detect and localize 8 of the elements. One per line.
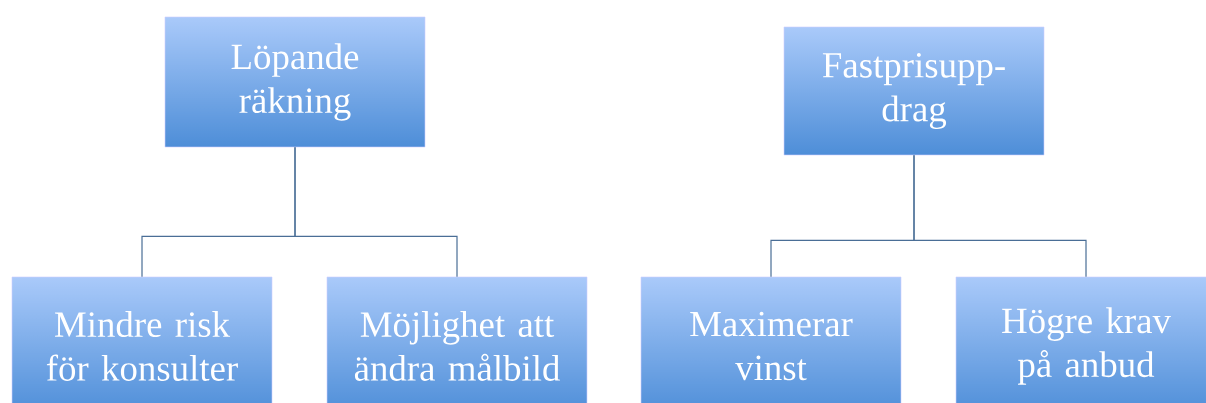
process-box: Mindre risk för konsulter [11,276,273,403]
connector-line [294,146,458,278]
process-box: Maximerar vinst [640,276,902,403]
process-box: Högre krav på anbud [955,276,1206,403]
connector-line [913,154,1087,278]
process-box: Fastprisupp-drag [783,26,1045,156]
process-box: Löpande räkning [164,16,426,148]
process-box: Möjlighet att ändra målbild [326,276,588,403]
